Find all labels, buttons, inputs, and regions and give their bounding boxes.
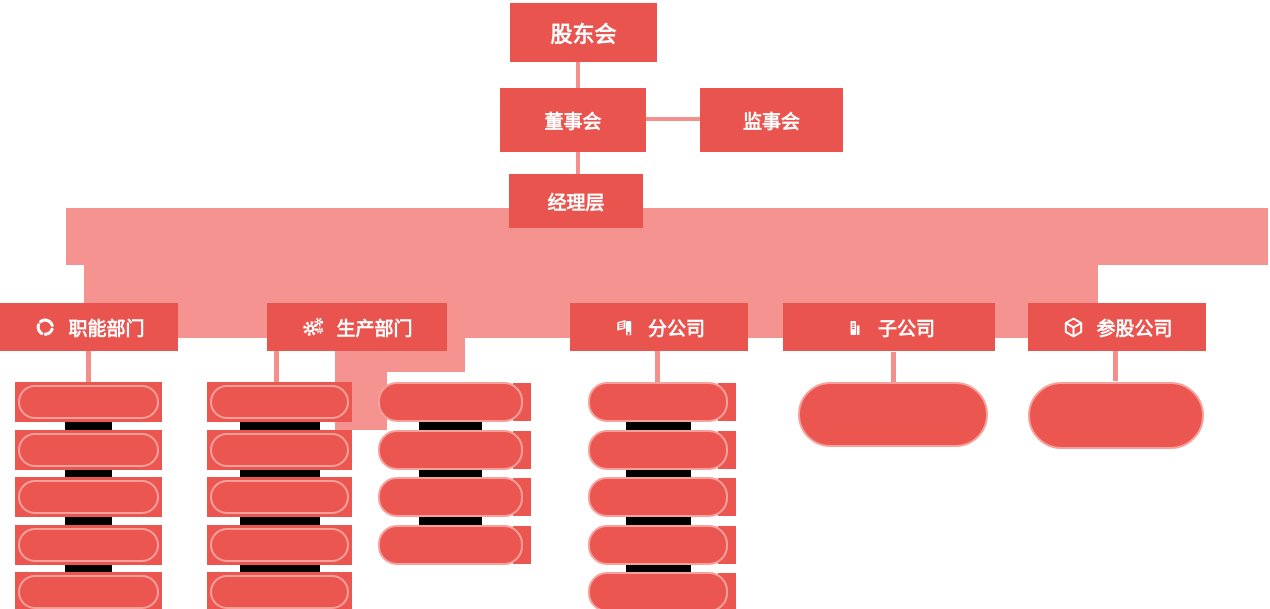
divider-bar: [65, 469, 112, 477]
line-shareholders-board: [576, 62, 580, 88]
line-dept5-items: [1113, 351, 1118, 381]
org-item-pill: [207, 429, 352, 470]
org-item-pill: [588, 382, 736, 422]
org-item-pill: [378, 524, 531, 565]
node-supervisors-label: 监事会: [742, 110, 800, 133]
divider-bar: [65, 517, 112, 525]
node-shareholders: 股东会: [510, 3, 657, 62]
dept-header-branch: 分公司: [570, 303, 748, 351]
dept-header-subsidiary: 子公司: [783, 303, 995, 351]
org-item-pill: [15, 477, 162, 517]
divider-bar: [419, 422, 482, 430]
dept-label: 分公司: [647, 317, 705, 340]
connector-band-trunk: [66, 208, 1268, 265]
org-item-pill: [207, 572, 352, 609]
org-item-pill: [588, 477, 736, 517]
node-management-label: 经理层: [547, 191, 605, 214]
org-item-pill: [207, 382, 352, 422]
org-item-pill: [207, 477, 352, 517]
dept-label: 生产部门: [336, 317, 413, 340]
line-dept4-items: [891, 352, 896, 382]
divider-bar: [625, 517, 691, 525]
divider-bar: [239, 564, 320, 572]
line-dept1-items: [86, 351, 91, 382]
divider-bar: [625, 469, 691, 477]
divider-bar: [625, 422, 691, 430]
node-shareholders-label: 股东会: [550, 22, 617, 48]
org-item-pill: [15, 429, 162, 470]
org-item-pill: [378, 382, 531, 422]
divider-bar: [239, 517, 320, 525]
org-item-pill: [15, 572, 162, 609]
node-management: 经理层: [509, 174, 643, 228]
divider-bar: [419, 517, 482, 525]
node-supervisors: 监事会: [700, 88, 843, 152]
divider-bar: [65, 564, 112, 572]
divider-bar: [419, 469, 482, 477]
org-item-pill: [378, 477, 531, 517]
dept-header-invested: 参股公司: [1028, 303, 1206, 351]
dept-label: 职能部门: [68, 317, 145, 340]
org-item-pill: [378, 429, 531, 470]
cube-icon: [1061, 315, 1085, 339]
divider-bar: [239, 469, 320, 477]
dept-label: 参股公司: [1096, 317, 1173, 340]
branch-building-icon: [613, 315, 637, 339]
org-item-pill: [588, 524, 736, 565]
org-item-pill: [15, 524, 162, 565]
org-item-pill: [588, 429, 736, 470]
node-board: 董事会: [500, 88, 646, 152]
org-item-pill: [588, 572, 736, 609]
dept-header-functional: 职能部门: [0, 303, 178, 351]
divider-bar: [65, 422, 112, 430]
divider-bar: [239, 422, 320, 430]
dept-label: 子公司: [877, 317, 935, 340]
org-item-pill: [1028, 382, 1204, 449]
gears-icon: [301, 315, 325, 339]
org-item-pill: [798, 382, 988, 447]
node-board-label: 董事会: [544, 110, 602, 133]
line-dept3-items: [655, 351, 660, 382]
line-board-management: [576, 152, 580, 175]
org-item-pill: [207, 524, 352, 565]
subsidiary-building-icon: [843, 315, 867, 339]
line-board-supervisors: [646, 117, 700, 121]
org-item-pill: [15, 382, 162, 422]
recycle-icon: [33, 315, 57, 339]
dept-header-production: 生产部门: [267, 303, 447, 351]
line-dept2-items: [274, 351, 279, 382]
divider-bar: [625, 564, 691, 572]
